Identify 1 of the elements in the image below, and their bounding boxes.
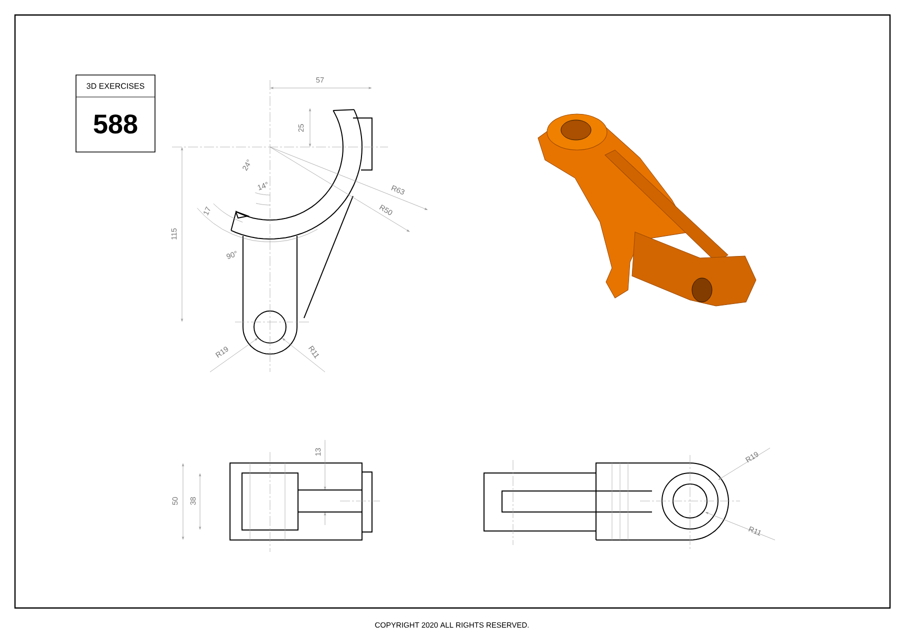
title-box: 3D EXERCISES 588 [76, 74, 156, 152]
